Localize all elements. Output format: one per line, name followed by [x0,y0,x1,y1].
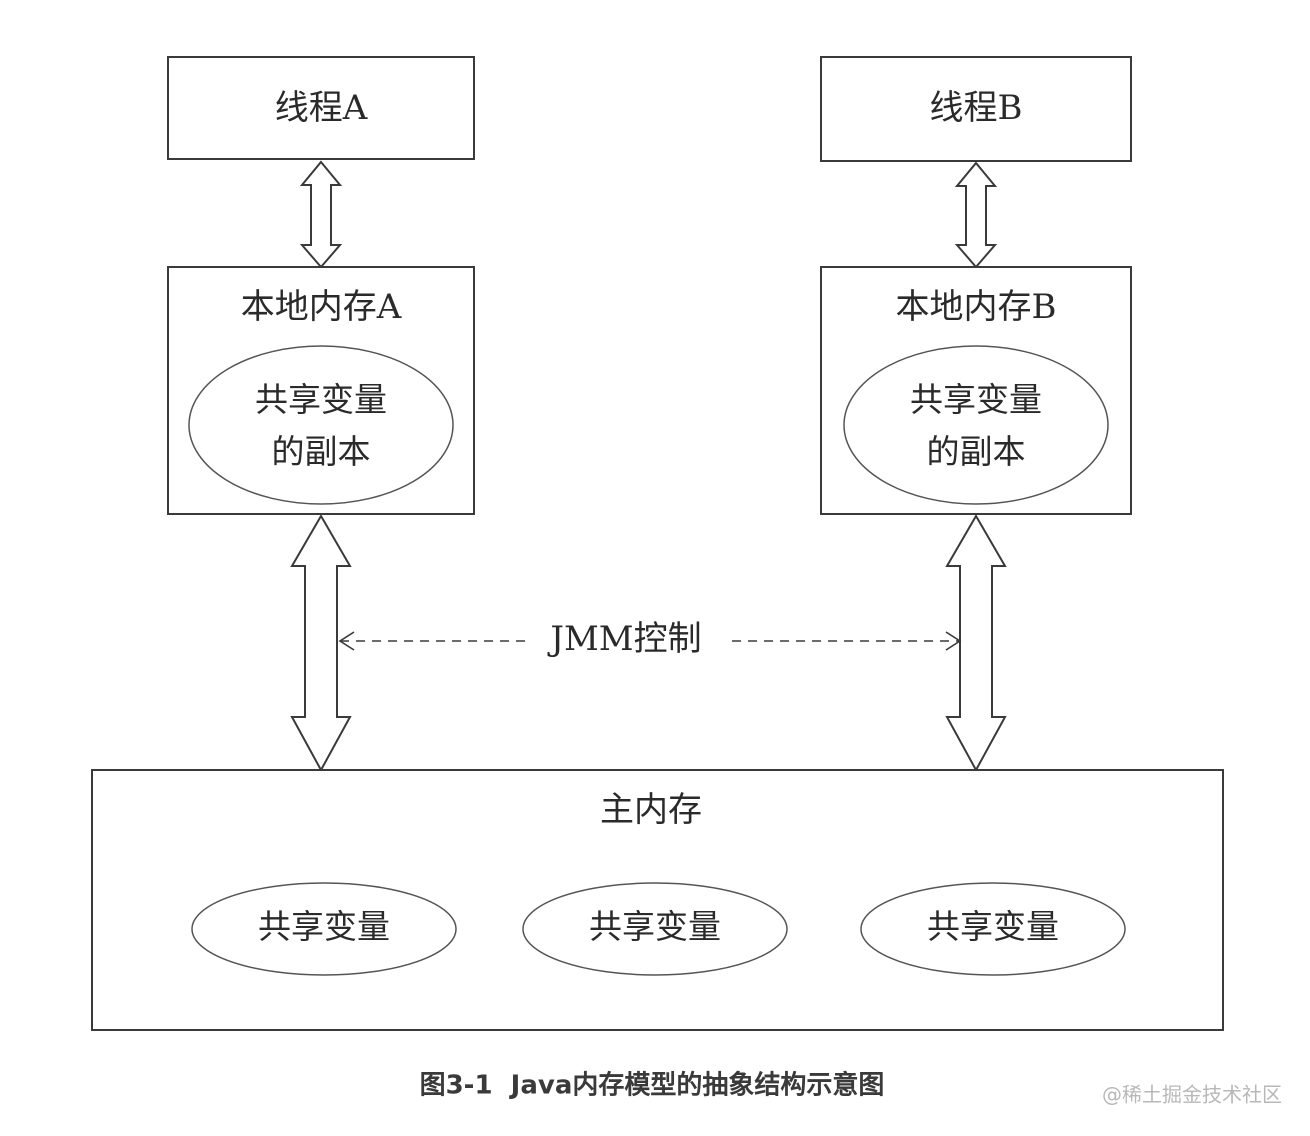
figure-caption: 图3-1 Java内存模型的抽象结构示意图 [420,1070,885,1101]
jmm-control-link: JMM控制 [338,619,962,659]
copy-a-line2: 的副本 [272,432,371,471]
shared-variable-1 [191,882,457,976]
shared-variable-copy-b [843,345,1109,505]
local-memory-b-node: 本地内存B 共享变量 的副本 [820,266,1132,515]
main-memory-label: 主内存 [600,790,702,830]
local-memory-a-label: 本地内存A [241,287,402,327]
thread-b-label: 线程B [930,88,1023,128]
thread-b-node: 线程B [820,56,1132,162]
shared-variable-2 [522,882,788,976]
thread-a-local-arrow [299,160,343,269]
local-memory-b-label: 本地内存B [896,287,1057,327]
copy-a-line1: 共享变量 [255,380,387,419]
copy-b-line2: 的副本 [927,432,1026,471]
shared-variable-1-label: 共享变量 [258,907,390,946]
local-memory-a-node: 本地内存A 共享变量 的副本 [167,266,475,515]
copy-b-line1: 共享变量 [910,380,1042,419]
thread-b-local-arrow [954,161,998,269]
shared-variable-copy-a [188,345,454,505]
thread-a-node: 线程A [167,56,475,160]
shared-variable-2-label: 共享变量 [589,907,721,946]
thread-a-label: 线程A [275,88,368,128]
local-a-main-arrow [290,514,352,773]
watermark: @稀土掘金技术社区 [1102,1083,1282,1107]
jmm-control-label: JMM控制 [547,619,701,659]
shared-variable-3-label: 共享变量 [927,907,1059,946]
shared-variable-3 [860,882,1126,976]
main-memory-node: 主内存 共享变量 共享变量 共享变量 [91,769,1224,1031]
